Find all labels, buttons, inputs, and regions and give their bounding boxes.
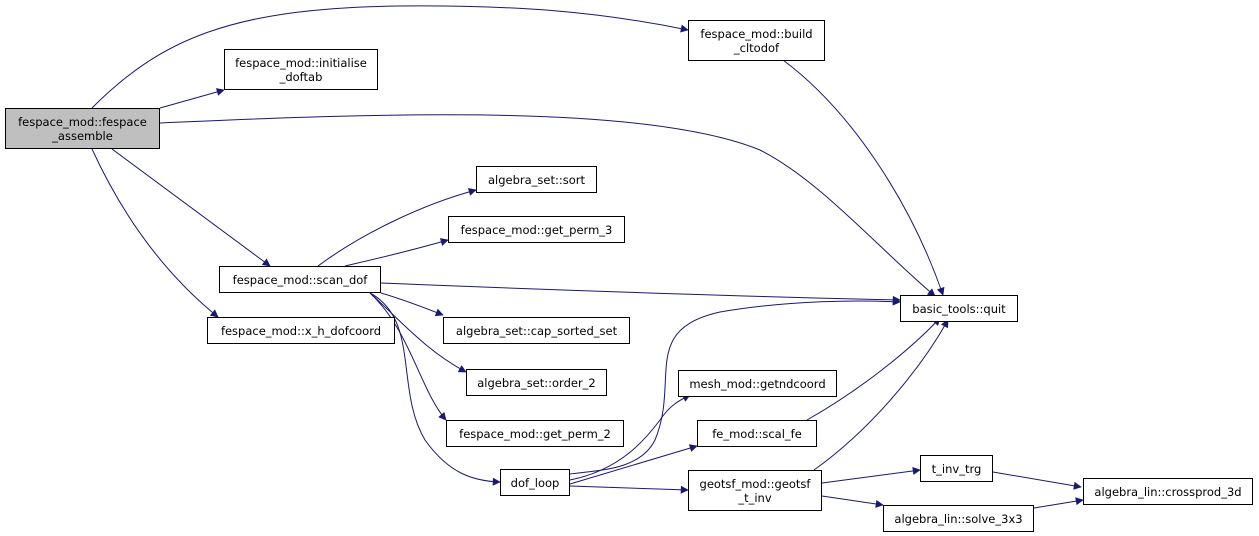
node-get-perm-3[interactable]: fespace_mod::get_perm_3 [448, 216, 625, 243]
node-get-perm-2[interactable]: fespace_mod::get_perm_2 [446, 420, 624, 447]
node-geotsf-t-inv[interactable]: geotsf_mod::geotsf_t_inv [688, 470, 822, 511]
edge-fespace-assemble-to-scan-dof [111, 148, 271, 267]
edge-t-inv-trg-to-crossprod-3d [992, 471, 1082, 490]
node-initialise-doftab[interactable]: fespace_mod::initialise_doftab [224, 49, 378, 90]
edge-scan-dof-to-quit [380, 282, 901, 304]
edge-dof-loop-to-geotsf-t-inv [569, 485, 689, 494]
edge-dof-loop-to-getndcoord [569, 394, 691, 481]
node-x-h-dofcoord[interactable]: fespace_mod::x_h_dofcoord [207, 317, 395, 344]
edge-scal-fe-to-quit [806, 317, 941, 421]
edge-fespace-assemble-to-initialise-doftab [159, 88, 225, 109]
edge-geotsf-t-inv-to-t-inv-trg [821, 466, 921, 484]
edge-dof-loop-to-quit [569, 297, 901, 475]
edge-fespace-assemble-to-quit [159, 114, 936, 297]
edge-fespace-assemble-to-x-h-dofcoord [91, 148, 219, 318]
edge-scan-dof-to-order-2 [369, 292, 467, 373]
edge-scan-dof-to-sort [317, 188, 477, 267]
edge-geotsf-t-inv-to-quit [813, 319, 949, 471]
node-scal-fe[interactable]: fe_mod::scal_fe [697, 420, 817, 447]
node-build-cltodof[interactable]: fespace_mod::build_cltodof [688, 20, 825, 61]
edge-scan-dof-to-cap-sorted-set [380, 292, 444, 317]
node-getndcoord[interactable]: mesh_mod::getndcoord [678, 370, 837, 397]
node-order-2[interactable]: algebra_set::order_2 [466, 369, 607, 396]
node-quit[interactable]: basic_tools::quit [900, 295, 1018, 322]
node-crossprod-3d[interactable]: algebra_lin::crossprod_3d [1083, 478, 1253, 505]
edge-solve-3x3-to-crossprod-3d [1033, 497, 1084, 509]
node-dof-loop[interactable]: dof_loop [500, 469, 570, 496]
edge-build-cltodof-to-quit [782, 59, 945, 296]
edge-scan-dof-to-get-perm-3 [344, 238, 449, 267]
node-fespace-assemble: fespace_mod::fespace_assemble [5, 108, 160, 149]
edge-geotsf-t-inv-to-solve-3x3 [821, 495, 884, 508]
edge-scan-dof-to-dof-loop [369, 292, 501, 486]
node-scan-dof[interactable]: fespace_mod::scan_dof [219, 266, 381, 293]
edge-fespace-assemble-to-build-cltodof [91, 5, 689, 109]
edge-scan-dof-to-get-perm-2 [369, 292, 447, 421]
node-t-inv-trg[interactable]: t_inv_trg [920, 455, 993, 482]
node-sort[interactable]: algebra_set::sort [476, 166, 597, 193]
node-cap-sorted-set[interactable]: algebra_set::cap_sorted_set [443, 317, 630, 344]
node-solve-3x3[interactable]: algebra_lin::solve_3x3 [883, 505, 1034, 532]
edge-dof-loop-to-scal-fe [569, 444, 698, 485]
